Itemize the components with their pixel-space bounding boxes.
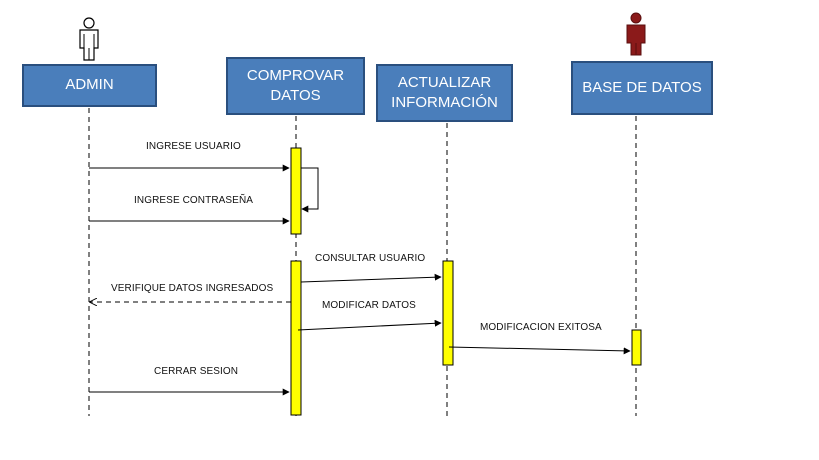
message-label-ingrese-contrasena: INGRESE CONTRASEÑA — [134, 195, 254, 206]
message-label-modificacion-exitosa: MODIFICACION EXITOSA — [480, 322, 602, 333]
message-label-cerrar-sesion: CERRAR SESION — [154, 366, 239, 377]
message-arrow-modificacion-exitosa — [448, 346, 631, 355]
activation-bar-base-de-datos — [631, 329, 642, 366]
activation-bar-comprovar-1 — [290, 147, 302, 235]
message-arrow-modificar-datos — [297, 319, 442, 331]
activation-bar-actualizar — [442, 260, 454, 366]
self-message-arrow — [301, 167, 319, 213]
actor-box-actualizar-informacion: ACTUALIZAR INFORMACIÓN — [376, 64, 513, 122]
database-person-icon — [626, 12, 646, 56]
actor-box-admin: ADMIN — [22, 64, 157, 107]
message-label-ingrese-usuario: INGRESE USUARIO — [146, 141, 241, 152]
message-label-consultar-usuario: CONSULTAR USUARIO — [315, 253, 426, 264]
message-arrow-consultar-usuario — [300, 273, 442, 283]
activation-bar-comprovar-2 — [290, 260, 302, 416]
message-label-modificar-datos: MODIFICAR DATOS — [322, 300, 416, 311]
actor-box-base-de-datos: BASE DE DATOS — [571, 61, 713, 115]
actor-box-comprovar-datos: COMPROVAR DATOS — [226, 57, 365, 115]
admin-person-icon — [79, 17, 99, 61]
message-label-verifique-datos: VERIFIQUE DATOS INGRESADOS — [111, 283, 274, 294]
